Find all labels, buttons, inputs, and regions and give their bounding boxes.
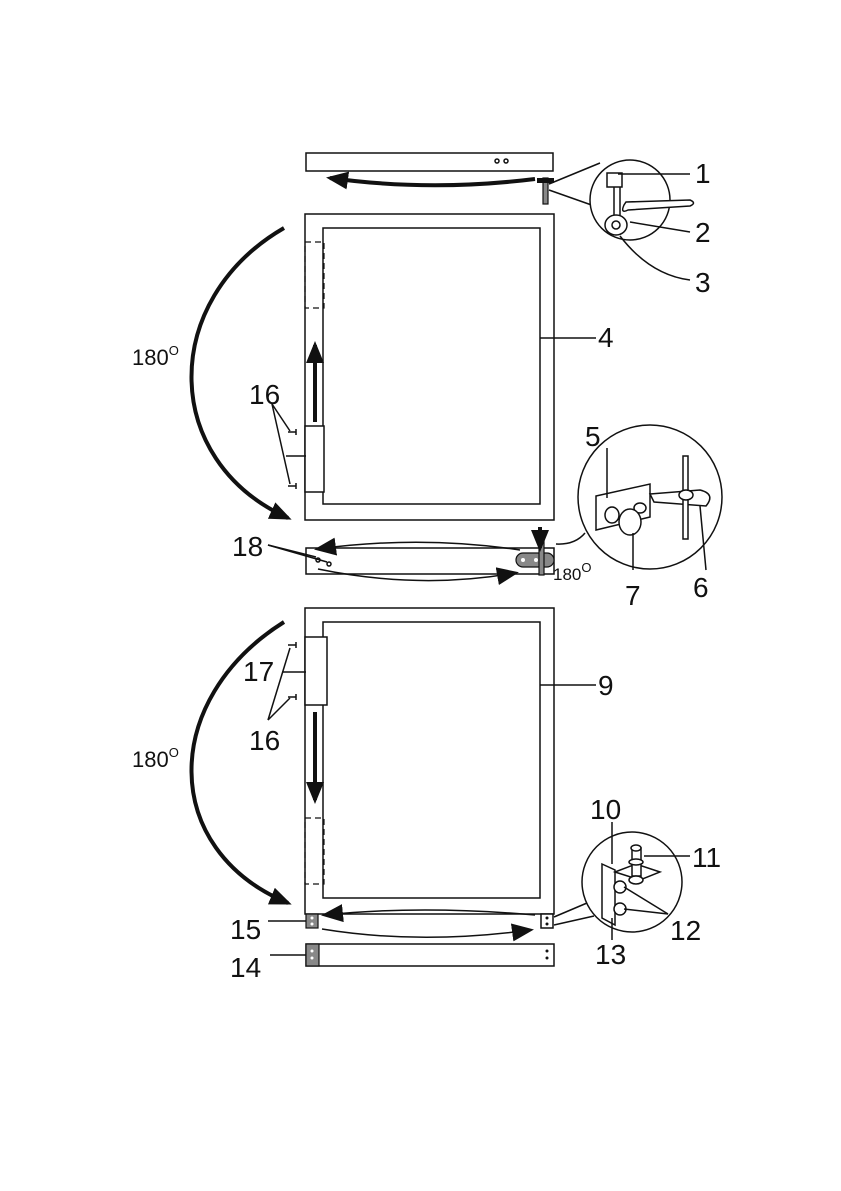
- upper-door: [305, 214, 554, 520]
- bottom-hinge-bracket: [306, 914, 553, 928]
- callout-6: 6: [693, 572, 709, 603]
- callout-12: 12: [670, 915, 701, 946]
- callout-14: 14: [230, 952, 261, 983]
- callout-17: 17: [243, 656, 274, 687]
- callout-10: 10: [590, 794, 621, 825]
- callout-4: 4: [598, 322, 614, 353]
- callout-18: 18: [232, 531, 263, 562]
- callout-11: 11: [692, 842, 721, 873]
- callout-1: 1: [695, 158, 711, 189]
- upper-screws: [272, 404, 306, 489]
- move-top-hinge-arrow: [330, 178, 535, 185]
- middle-detail-leader: [556, 533, 585, 544]
- callout-15: 15: [230, 914, 261, 945]
- top-hinge-detail-circle: [549, 160, 694, 240]
- lower-door: [305, 608, 554, 914]
- upper-rotation-arrow: [191, 228, 288, 518]
- callout-9: 9: [598, 670, 614, 701]
- rotation-label-upper: 180O: [132, 343, 179, 370]
- bottom-hinge-arrow-right: [322, 929, 530, 937]
- middle-hinge-bar: [306, 527, 554, 575]
- rotation-label-lower: 180O: [132, 745, 179, 772]
- callout-16-upper: 16: [249, 379, 280, 410]
- top-cover-panel: [306, 153, 553, 171]
- callout-16-lower: 16: [249, 725, 280, 756]
- rotation-label-middle: 180O: [553, 560, 592, 584]
- callout-2: 2: [695, 217, 711, 248]
- callout-13: 13: [595, 939, 626, 970]
- callout-5: 5: [585, 421, 601, 452]
- callout-7: 7: [625, 580, 641, 611]
- bottom-hinge-detail-circle: [554, 832, 682, 932]
- callout-3: 3: [695, 267, 711, 298]
- bottom-plinth: [306, 944, 554, 966]
